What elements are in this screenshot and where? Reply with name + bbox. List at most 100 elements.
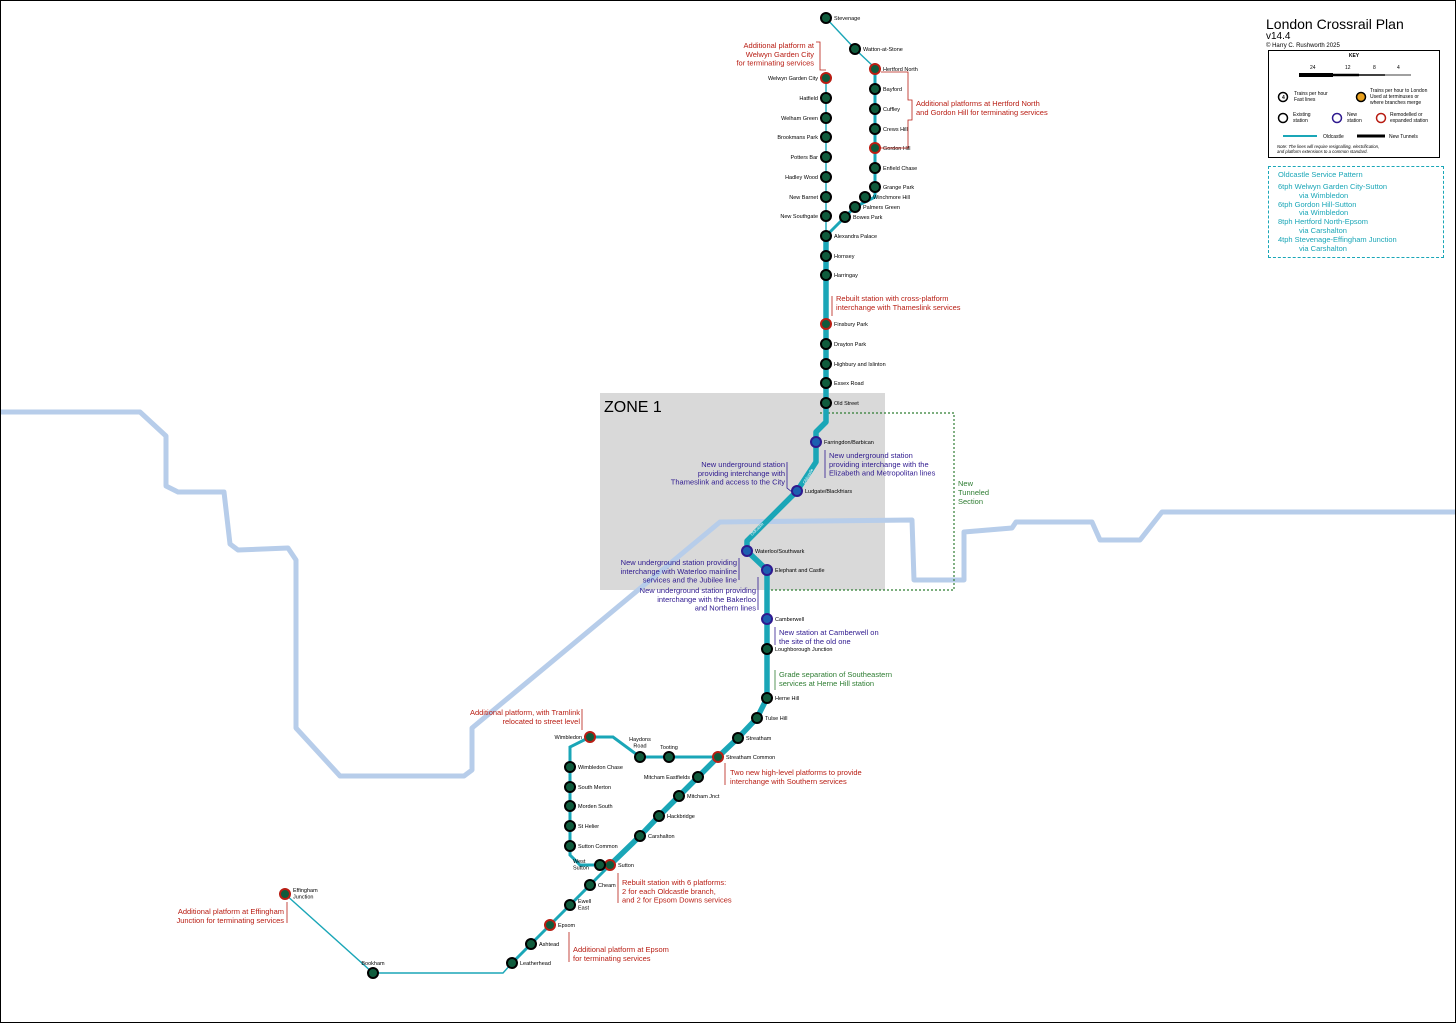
- station-watton-at-stone: Watton-at-Stone: [849, 43, 903, 55]
- station-waterloo-southwark: Waterloo/Southwark: [741, 545, 805, 557]
- station-marker: [564, 820, 576, 832]
- station-label: St Helier: [578, 824, 599, 830]
- station-camberwell: Camberwell: [761, 613, 804, 625]
- station-label: Old Street: [834, 401, 859, 407]
- svg-text:4: 4: [1282, 95, 1285, 101]
- station-mitcham-jnct: Mitcham Jnct: [673, 790, 720, 802]
- key-heading: KEY: [1348, 53, 1360, 59]
- existing-station-icon: [1277, 112, 1289, 124]
- stevenage-branch-line: [825, 17, 876, 69]
- station-marker: [849, 43, 861, 55]
- remodelled-station-icon: [1375, 112, 1387, 124]
- station-loughborough-junction: Loughborough Junction: [761, 643, 833, 655]
- station-marker: [869, 63, 881, 75]
- station-label: Finsbury Park: [834, 322, 868, 328]
- station-marker: [869, 181, 881, 193]
- map-credit: © Harry C. Rushworth 2025: [1266, 43, 1340, 49]
- station-label: Crews Hill: [883, 127, 908, 133]
- station-marker: [820, 12, 832, 24]
- title-block: London Crossrail Plan v14.4 © Harry C. R…: [1266, 16, 1446, 50]
- effingham-branch-line: [284, 893, 513, 974]
- station-marker: [544, 919, 556, 931]
- station-enfield-chase: Enfield Chase: [869, 162, 917, 174]
- station-bookham: Bookham: [361, 961, 385, 979]
- station-orange-icon: [1355, 91, 1367, 103]
- station-label: Wimbledon Chase: [578, 765, 623, 771]
- station-marker: [869, 123, 881, 135]
- station-bayford: Bayford: [869, 83, 902, 95]
- service-pattern-line: 4tph Stevenage-Effingham Junction: [1278, 234, 1397, 244]
- station-sutton-common: Sutton Common: [564, 840, 618, 852]
- station-label: Harringay: [834, 273, 858, 279]
- new-station-icon: [1331, 112, 1343, 124]
- station-label: Brookmans Park: [777, 135, 818, 141]
- station-label: Farringdon/Barbican: [824, 440, 874, 446]
- station-label: Ashtead: [539, 942, 559, 948]
- station-marker: [525, 938, 537, 950]
- station-marker: [584, 879, 596, 891]
- station-marker: [820, 230, 832, 242]
- station-label: Leatherhead: [520, 961, 551, 967]
- station-marker: [820, 318, 832, 330]
- station-label: Camberwell: [775, 617, 804, 623]
- station-label: Hertford North: [883, 67, 918, 73]
- station-label: Carshalton: [648, 834, 675, 840]
- station-palmers-green: Palmers Green: [849, 201, 900, 213]
- station-new-southgate: New Southgate: [780, 210, 832, 222]
- station-marker: [869, 142, 881, 154]
- station-label: Tooting: [660, 745, 678, 751]
- station-marker: [712, 751, 724, 763]
- station-winchmore-hill: Winchmore Hill: [859, 191, 910, 203]
- station-label: Watton-at-Stone: [863, 47, 903, 53]
- station-label: Hatfield: [799, 96, 818, 102]
- station-label: Welham Green: [781, 116, 818, 122]
- service-pattern-line: 6tph Gordon Hill-Sutton: [1278, 199, 1357, 209]
- station-label: Elephant and Castle: [775, 568, 825, 574]
- station-label: Highbury and Islinton: [834, 362, 886, 368]
- station-wimbledon-chase: Wimbledon Chase: [564, 761, 623, 773]
- annotation-sutton-text: Rebuilt station with 6 platforms:2 for e…: [622, 878, 732, 905]
- station-label: New Southgate: [780, 214, 818, 220]
- station-leatherhead: Leatherhead: [506, 957, 551, 969]
- station-sutton: Sutton: [604, 859, 634, 871]
- station-label: Gordon Hill: [883, 146, 911, 152]
- station-label: Sutton: [618, 863, 634, 869]
- station-marker: [820, 171, 832, 183]
- station-marker: [820, 269, 832, 281]
- station-label: Streatham: [746, 736, 772, 742]
- station-label: Alexandra Palace: [834, 234, 877, 240]
- station-cheam: Cheam: [584, 879, 616, 891]
- station-hatfield: Hatfield: [799, 92, 832, 104]
- station-label: Morden South: [578, 804, 613, 810]
- station-label: Hackbridge: [667, 814, 695, 820]
- station-marker: [820, 377, 832, 389]
- station-new-barnet: New Barnet: [789, 191, 832, 203]
- station-marker: [820, 250, 832, 262]
- station-label: Potters Bar: [790, 155, 818, 161]
- station-label: Cheam: [598, 883, 616, 889]
- station-marker: [732, 732, 744, 744]
- station-marker: [761, 564, 773, 576]
